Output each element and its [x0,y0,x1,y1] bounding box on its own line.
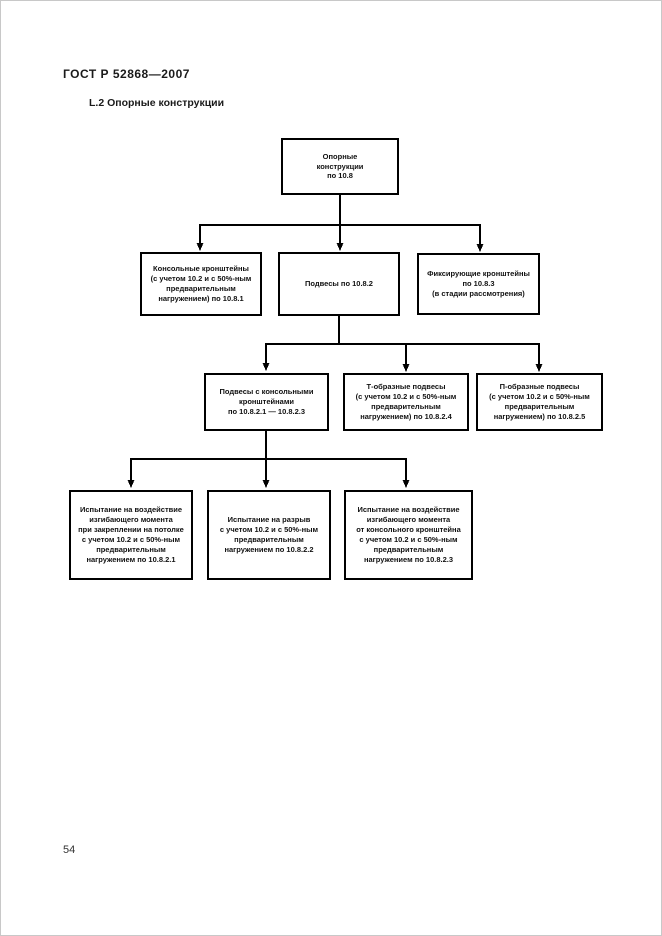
node-test-bending-moment-ceiling: Испытание на воздействие изгибающего мом… [69,490,193,580]
node-support-structures: Опорные конструкции по 10.8 [281,138,399,195]
node-t-shaped-pendants: Т-образные подвесы (с учетом 10.2 и с 50… [343,373,469,431]
node-test-bending-moment-bracket: Испытание на воздействие изгибающего мом… [344,490,473,580]
node-cantilever-brackets: Консольные кронштейны (с учетом 10.2 и с… [140,252,262,316]
node-pendants-with-cantilever-brackets: Подвесы с консольными кронштейнами по 10… [204,373,329,431]
node-pendants: Подвесы по 10.8.2 [278,252,400,316]
node-p-shaped-pendants: П-образные подвесы (с учетом 10.2 и с 50… [476,373,603,431]
document-header: ГОСТ Р 52868—2007 [63,67,190,81]
page-number: 54 [63,844,76,856]
section-title: L.2 Опорные конструкции [89,97,225,109]
arrowheads [127,243,543,488]
node-fixing-brackets: Фиксирующие кронштейны по 10.8.3 (в стад… [417,253,540,315]
node-test-rupture: Испытание на разрыв с учетом 10.2 и с 50… [207,490,331,580]
